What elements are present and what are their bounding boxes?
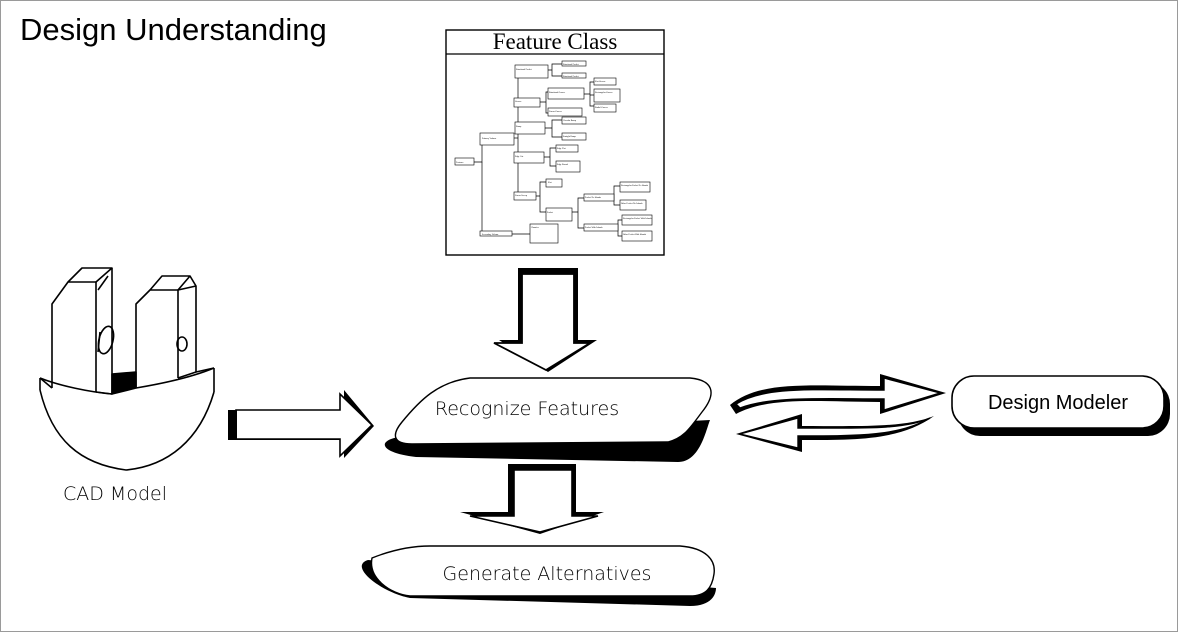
tree-pocket-kid-2: Pocket With Islands <box>585 227 603 229</box>
tree-ramp-kid-1: Circular Ramp <box>563 120 577 122</box>
tree-pocket-leaf-3: Rectangular Pocket With Islands <box>623 217 652 220</box>
feature-class-panel: Feature Class <box>445 29 665 256</box>
recognize-features-node: Recognize Features <box>384 377 712 462</box>
twin-arrows-modeler <box>730 374 946 452</box>
generate-alternatives-node: Generate Alternatives <box>361 545 716 606</box>
generate-alternatives-label: Generate Alternatives <box>443 563 652 585</box>
tree-edge-cut: Edge Cut <box>515 155 524 158</box>
down-arrow-feature-class <box>493 268 597 372</box>
cad-model-label: CAD Model <box>63 483 167 505</box>
tree-groove-kid-2: Rectangular Groove <box>595 91 613 94</box>
feature-tree-labels: Features Primary Volume Secondary Volume… <box>456 64 652 236</box>
tree-linear-groove: Linear Groove <box>549 111 562 113</box>
tree-groove-kid-3: Radial Groove <box>595 107 608 109</box>
tree-linear-sweep: Linear Sweep <box>515 195 528 197</box>
tree-secondary: Secondary Volume <box>482 234 499 236</box>
tree-pocket-leaf-2: Other Pocket No Islands <box>621 203 643 205</box>
tree-root: Features <box>456 162 464 164</box>
design-modeler-node: Design Modeler <box>951 375 1170 436</box>
tree-ramp: Ramp <box>516 126 522 128</box>
tree-groove: Groove <box>515 101 522 103</box>
tree-edge-kid-2: Edge Round <box>557 163 569 166</box>
tree-pocket-leaf-4: Other Pocket With Islands <box>623 234 646 236</box>
tree-rp-kid-2: Rotational Pocket <box>563 76 579 78</box>
cad-model-drawing <box>39 267 215 471</box>
tree-rp-kid-1: Rotational Pocket <box>563 64 579 66</box>
diagram-title: Design Understanding <box>20 12 327 47</box>
tree-pocket: Pocket <box>547 212 553 214</box>
tree-groove-kid-1: Slot Groove <box>595 81 606 83</box>
down-arrow-generate <box>460 464 604 534</box>
tree-pocket-leaf-1: Rectangular Pocket No Islands <box>621 184 648 187</box>
tree-rotational-groove: Rotational Groove <box>549 92 565 94</box>
tree-pocket-kid-1: Pocket No Islands <box>585 197 601 199</box>
tree-ramp-kid-2: Straight Ramp <box>563 135 577 138</box>
tree-chamfer: Chamfer <box>531 226 539 229</box>
tree-slot: Slot <box>548 182 552 184</box>
tree-primary: Primary Volume <box>482 138 496 140</box>
design-modeler-label: Design Modeler <box>988 392 1128 414</box>
tree-rotational-pocket: Rotational Pocket <box>516 69 532 71</box>
feature-class-title: Feature Class <box>493 29 618 54</box>
tree-edge-kid-1: Edge Flat <box>557 147 566 150</box>
feature-tree-boxes <box>454 60 653 244</box>
recognize-features-label: Recognize Features <box>435 398 619 420</box>
right-arrow-cad <box>228 390 374 458</box>
